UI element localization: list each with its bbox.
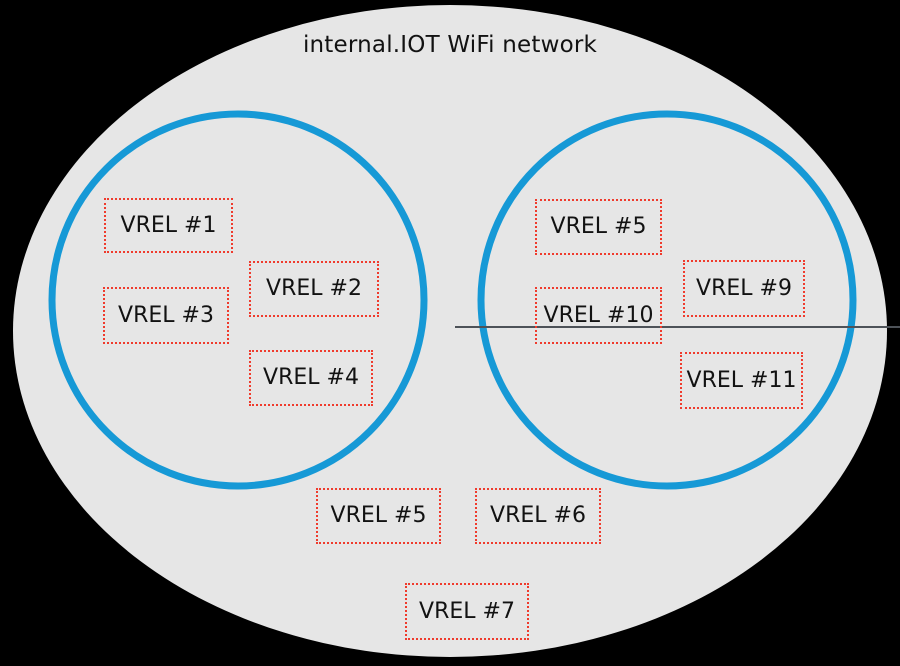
vrel-node[interactable]: VREL #2 xyxy=(249,261,379,317)
group-circle-right xyxy=(477,110,857,490)
vrel-node[interactable]: VREL #11 xyxy=(680,352,803,409)
vrel-node-label: VREL #3 xyxy=(118,302,214,328)
group-circle-left xyxy=(48,110,428,490)
network-cloud-ellipse xyxy=(13,5,887,657)
vrel-node[interactable]: VREL #10 xyxy=(535,287,662,344)
page-title: internal.IOT WiFi network xyxy=(302,32,598,58)
vrel-node[interactable]: VREL #9 xyxy=(683,260,805,317)
vrel-node-label: VREL #2 xyxy=(266,276,362,301)
vrel-node-label: VREL #1 xyxy=(120,212,217,238)
vrel-node-label: VREL #4 xyxy=(263,365,359,390)
vrel-node-label: VREL #7 xyxy=(419,598,515,624)
vrel-node[interactable]: VREL #4 xyxy=(249,350,373,406)
vrel-node[interactable]: VREL #6 xyxy=(475,488,601,544)
vrel-node-label: VREL #9 xyxy=(696,275,792,301)
vrel-node-label: VREL #10 xyxy=(543,302,654,328)
vrel-node-label: VREL #6 xyxy=(490,503,586,528)
vrel-node[interactable]: VREL #3 xyxy=(103,287,229,344)
vrel-node-label: VREL #5 xyxy=(550,214,647,239)
vrel-node[interactable]: VREL #7 xyxy=(405,583,529,640)
vrel-node[interactable]: VREL #5 xyxy=(535,199,662,255)
vrel-node-label: VREL #11 xyxy=(686,367,797,393)
vrel-node[interactable]: VREL #1 xyxy=(104,198,233,253)
vrel-node-label: VREL #5 xyxy=(330,503,427,528)
vrel-node[interactable]: VREL #5 xyxy=(316,488,441,544)
